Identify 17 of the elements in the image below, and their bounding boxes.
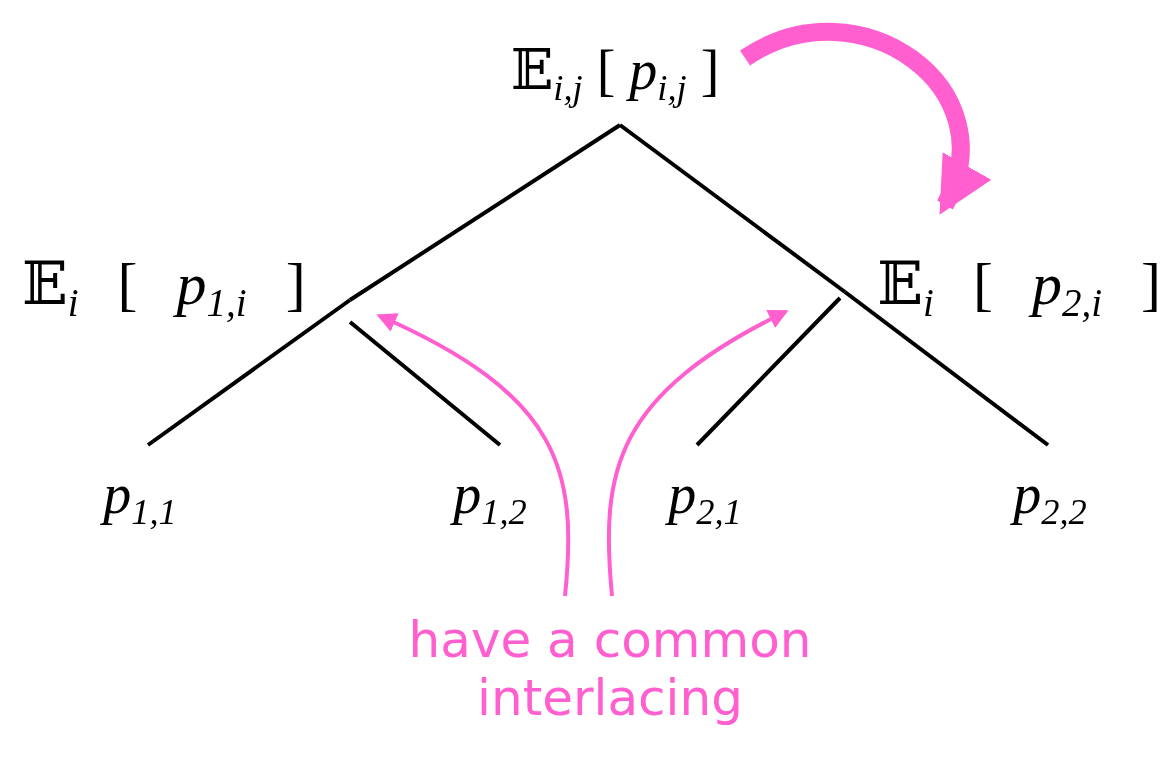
math-label: p$_{2,1}$ xyxy=(635,462,775,534)
math-label: 𝔼$_{i}$ [ p$_{1,i}$ ] xyxy=(22,250,306,326)
annotation-text: have a common interlacing xyxy=(345,612,875,727)
tree-branch-line xyxy=(618,123,847,294)
math-label: 𝔼$_{i,j}$ [ p$_{i,j}$ ] xyxy=(440,38,790,110)
tree-branch-line xyxy=(146,298,352,447)
math-label: 𝔼$_{i}$ [ p$_{2,i}$ ] xyxy=(877,250,1161,326)
math-label: p$_{1,2}$ xyxy=(420,462,560,534)
tree-branch-line xyxy=(843,290,1050,447)
arrow xyxy=(740,22,989,216)
tree-branch-line xyxy=(695,296,842,447)
tree-branch-line xyxy=(348,320,502,447)
tree-branch-line xyxy=(348,123,622,302)
arrow xyxy=(606,310,789,597)
arrow xyxy=(376,313,571,597)
math-label: p$_{1,1}$ xyxy=(70,462,210,534)
math-label: p$_{2,2}$ xyxy=(980,462,1120,534)
